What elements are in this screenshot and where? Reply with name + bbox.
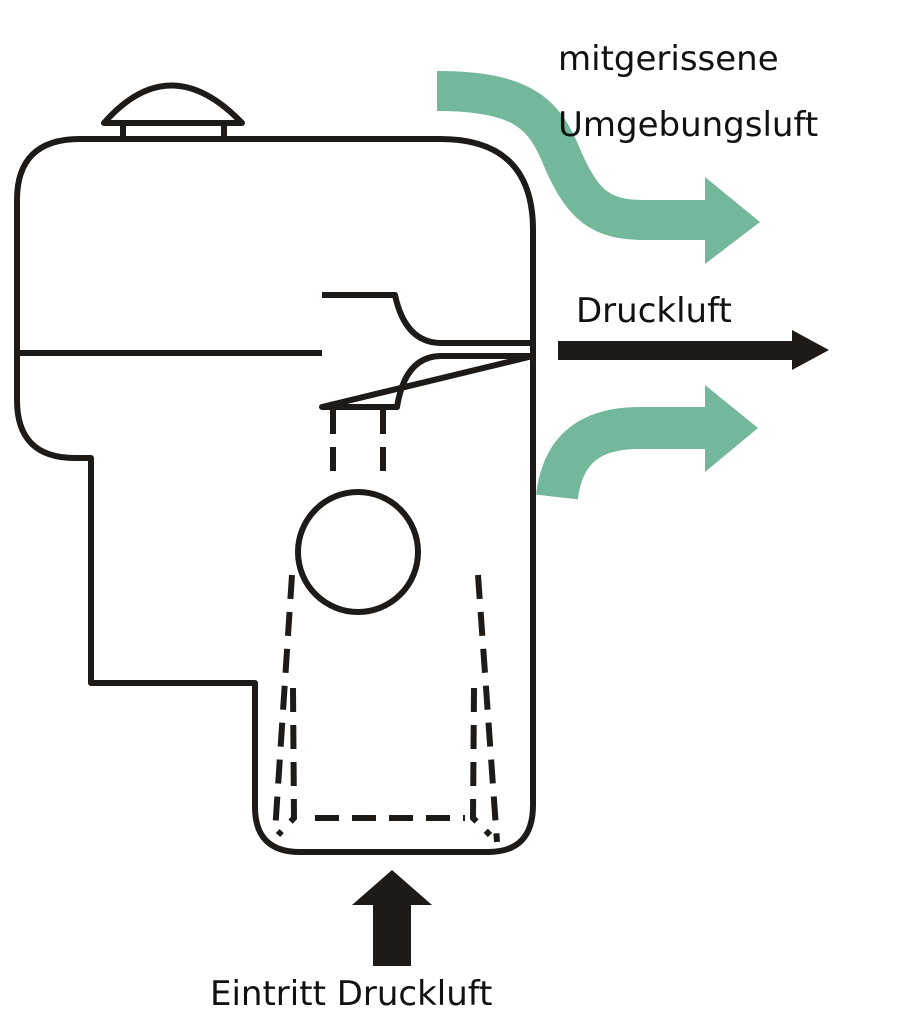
top-cap	[101, 82, 245, 139]
entrained-air-arrow-top	[436, 71, 760, 264]
dashed-cage	[272, 574, 500, 843]
label-inlet: Eintritt Druckluft	[210, 974, 493, 1014]
ball-valve	[295, 489, 421, 615]
housing-outline	[14, 136, 536, 855]
nozzle-block	[319, 292, 536, 410]
inlet-arrow	[352, 870, 432, 966]
compressed-air-out-arrow	[558, 330, 829, 370]
label-entrained-line1: mitgerissene	[558, 39, 779, 79]
label-entrained-line2: Umgebungsluft	[558, 105, 818, 145]
label-compressed-air: Druckluft	[576, 291, 732, 331]
entrained-air-arrow-bottom	[536, 385, 758, 501]
